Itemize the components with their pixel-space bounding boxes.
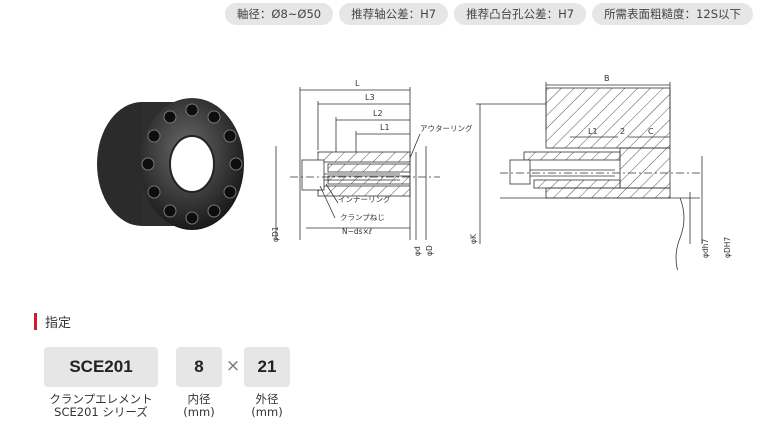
dim-phi-K: φK [469, 233, 478, 244]
dim-C: C [648, 127, 654, 136]
section-title: 指定 [34, 311, 71, 331]
inner-caption-line2: (mm) [183, 405, 215, 419]
product-figure: L L3 L2 L1 アウターリング インナーリング クランプねじ N−ds×ℓ… [80, 60, 750, 270]
dim-phi-D: φD [425, 245, 434, 256]
inner-diameter-caption: 内径 (mm) [176, 393, 222, 419]
clamp-element-photo [97, 98, 244, 230]
model-caption: クランプエレメント SCE201 シリーズ [44, 393, 158, 419]
dim-phi-DH7: φDH7 [723, 237, 732, 258]
spec-tag-shaft-tolerance: 推荐轴公差：H7 [339, 3, 449, 25]
sectional-drawing-left-labels: L L3 L2 L1 アウターリング インナーリング クランプねじ N−ds×ℓ… [271, 79, 473, 256]
label-inner-ring: インナーリング [338, 194, 391, 204]
sectional-drawing-left [275, 87, 440, 240]
label-clamp-screw: クランプねじ [340, 213, 385, 222]
model-select-box[interactable]: SCE201 [44, 347, 158, 387]
outer-diameter-caption: 外径 (mm) [244, 393, 290, 419]
model-caption-line2: SCE201 シリーズ [54, 405, 148, 419]
times-sign: × [225, 356, 241, 376]
label-screw-spec: N−ds×ℓ [342, 227, 372, 236]
dim-two: 2 [620, 127, 625, 136]
inner-diameter-select-box[interactable]: 8 [176, 347, 222, 387]
dim-L3: L3 [365, 93, 375, 102]
inner-caption-line1: 内径 [187, 392, 211, 406]
product-drawing: L L3 L2 L1 アウターリング インナーリング クランプねじ N−ds×ℓ… [97, 74, 732, 270]
dim-right-L1: L1 [588, 127, 598, 136]
section-title-label: 指定 [45, 315, 72, 331]
dim-phi-D1: φD1 [271, 226, 280, 242]
spec-tags: 軸径：Ø8~Ø50 推荐轴公差：H7 推荐凸台孔公差：H7 所需表面粗糙度：12… [224, 3, 753, 25]
dim-L2: L2 [373, 109, 383, 118]
spec-tag-surface-roughness: 所需表面粗糙度：12S以下 [592, 3, 753, 25]
outer-caption-line2: (mm) [251, 405, 283, 419]
dim-L: L [355, 79, 360, 88]
label-outer-ring: アウターリング [420, 123, 473, 133]
dim-phi-d: φd [413, 246, 422, 256]
spec-tag-boss-tolerance: 推荐凸台孔公差：H7 [454, 3, 587, 25]
dim-phi-dh7: φdh7 [701, 239, 710, 258]
sectional-drawing-right [476, 82, 703, 270]
spec-tag-shaft-diameter: 軸径：Ø8~Ø50 [224, 3, 334, 25]
dim-L1: L1 [380, 123, 390, 132]
outer-caption-line1: 外径 [255, 392, 279, 406]
dim-B: B [604, 74, 610, 83]
model-caption-line1: クランプエレメント [49, 392, 153, 406]
sectional-drawing-right-labels: B L1 2 C φK φdh7 φDH7 [469, 74, 732, 258]
outer-diameter-select-box[interactable]: 21 [244, 347, 290, 387]
section-accent-bar [34, 312, 37, 330]
